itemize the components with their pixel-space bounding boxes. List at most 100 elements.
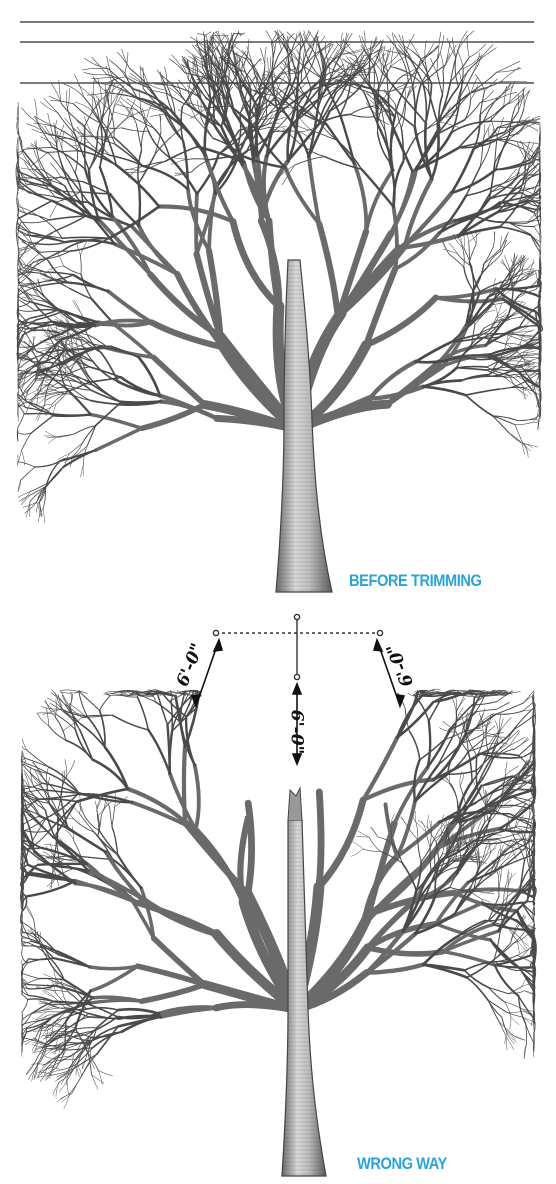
branch: [64, 266, 81, 274]
branch: [95, 383, 121, 402]
arrowhead: [293, 754, 301, 764]
branch: [80, 814, 95, 833]
branch: [102, 127, 122, 128]
branch: [466, 395, 493, 416]
branch: [37, 390, 39, 405]
topped-stub: [288, 788, 302, 820]
branch: [223, 33, 229, 44]
branch: [405, 86, 406, 104]
branch: [148, 730, 170, 774]
branch: [87, 93, 107, 96]
branch: [43, 508, 44, 523]
branch: [49, 961, 64, 979]
arrowhead: [214, 640, 222, 651]
branch: [452, 38, 456, 58]
branch: [374, 67, 375, 91]
branch: [500, 236, 501, 251]
branch: [152, 691, 158, 692]
branch: [41, 251, 71, 252]
branch: [49, 726, 66, 741]
branch: [141, 888, 154, 938]
branch: [108, 291, 151, 322]
branch: [306, 37, 319, 54]
branch: [46, 767, 48, 783]
branch: [319, 800, 363, 887]
branch: [439, 35, 444, 57]
branch: [136, 110, 154, 129]
branch: [22, 973, 40, 978]
branch: [29, 815, 53, 837]
branch: [517, 826, 531, 828]
branch: [509, 433, 522, 443]
branch: [510, 1017, 511, 1029]
branch: [18, 359, 21, 366]
branch: [78, 800, 85, 815]
branch: [34, 123, 55, 127]
branch: [469, 244, 476, 263]
branch: [496, 702, 509, 709]
branch: [522, 330, 534, 335]
branch: [465, 103, 481, 120]
branch: [92, 57, 107, 74]
branch: [424, 46, 438, 60]
branch: [90, 401, 119, 405]
branch: [38, 1075, 53, 1077]
branch: [18, 462, 35, 467]
branch: [368, 948, 443, 954]
branch: [136, 124, 141, 150]
branch: [483, 786, 486, 802]
branch: [450, 784, 458, 802]
branch: [428, 721, 431, 768]
branch: [17, 462, 18, 466]
branch: [507, 726, 516, 742]
branch: [21, 467, 35, 480]
branch: [167, 692, 180, 693]
branch: [488, 732, 500, 752]
branch: [74, 300, 81, 313]
branch: [111, 62, 125, 77]
branch: [456, 695, 465, 711]
branch: [22, 1014, 32, 1021]
tree-crown: [16, 30, 542, 522]
branch: [409, 731, 419, 760]
branch: [418, 820, 427, 828]
branch: [84, 72, 107, 74]
branch: [31, 416, 53, 434]
branch: [507, 169, 516, 180]
branch: [80, 255, 81, 274]
branch: [168, 94, 189, 106]
arrowhead: [293, 684, 301, 694]
dimension-label-center: 6'-0": [286, 710, 306, 755]
branch: [462, 247, 464, 267]
branch: [316, 42, 324, 60]
branch: [70, 692, 71, 710]
branch: [45, 844, 61, 846]
branch: [531, 235, 540, 252]
branch: [18, 102, 19, 127]
branch: [216, 1005, 296, 1010]
branch: [336, 43, 356, 57]
branch: [265, 47, 266, 65]
branch: [77, 1028, 96, 1029]
branch: [372, 63, 379, 89]
branch: [238, 33, 245, 34]
branch: [114, 137, 142, 166]
guide-node: [294, 674, 299, 679]
branch: [526, 358, 540, 362]
branch: [40, 1049, 52, 1054]
branch: [382, 111, 385, 132]
branch: [184, 747, 185, 822]
branch: [123, 696, 138, 697]
branch: [495, 965, 519, 996]
branch: [42, 990, 53, 997]
branch: [98, 79, 102, 100]
branch: [67, 760, 75, 775]
branch: [464, 235, 465, 248]
branch: [351, 849, 363, 857]
branch: [110, 346, 138, 357]
branch: [370, 827, 378, 837]
branch: [508, 991, 524, 994]
branch: [80, 724, 105, 747]
branch: [64, 84, 84, 98]
branch: [46, 708, 49, 726]
